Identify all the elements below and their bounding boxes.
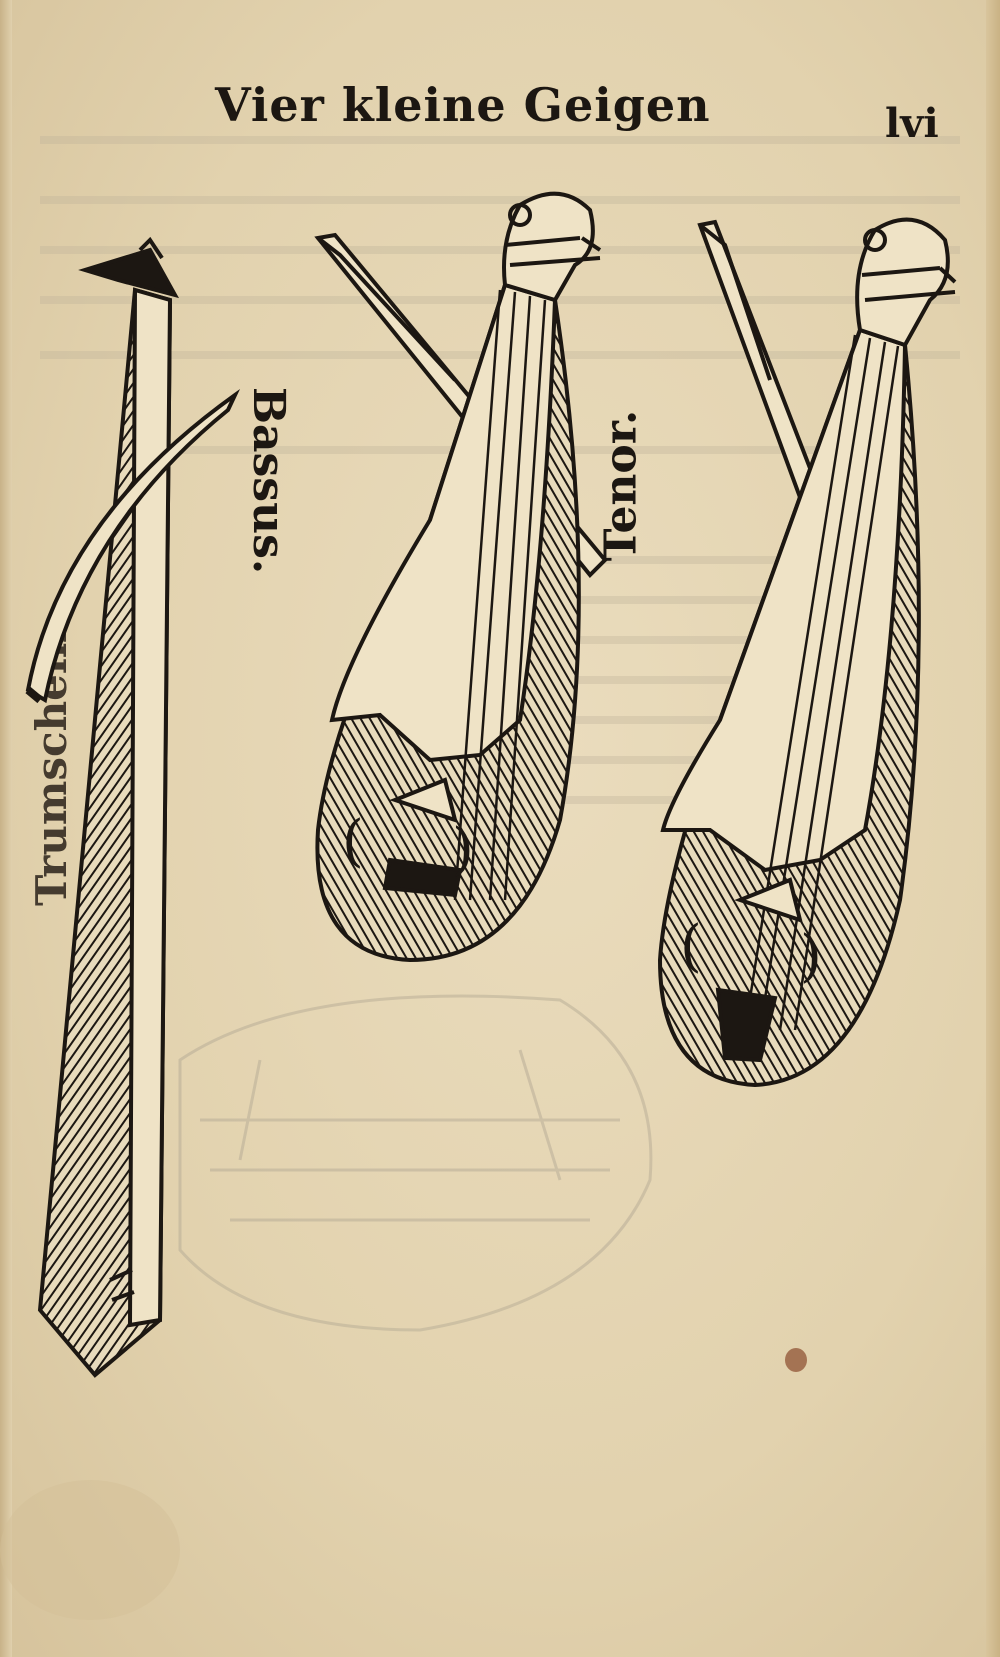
svg-text:(: ( <box>342 809 364 874</box>
running-title: Vier kleine Geigen <box>215 78 711 132</box>
page-edge <box>986 0 1000 1657</box>
tenor-instrument: ( ) <box>314 191 608 963</box>
folio-number: lvi <box>885 100 939 147</box>
page-gutter <box>0 0 12 1657</box>
right-instrument: ( ) <box>657 217 957 1088</box>
ink-spot <box>785 1348 807 1372</box>
foxing-stain <box>0 1480 180 1620</box>
bass-instrument <box>25 236 241 1378</box>
svg-text:): ) <box>452 817 474 882</box>
svg-text:(: ( <box>680 914 702 979</box>
svg-text:): ) <box>800 924 822 989</box>
